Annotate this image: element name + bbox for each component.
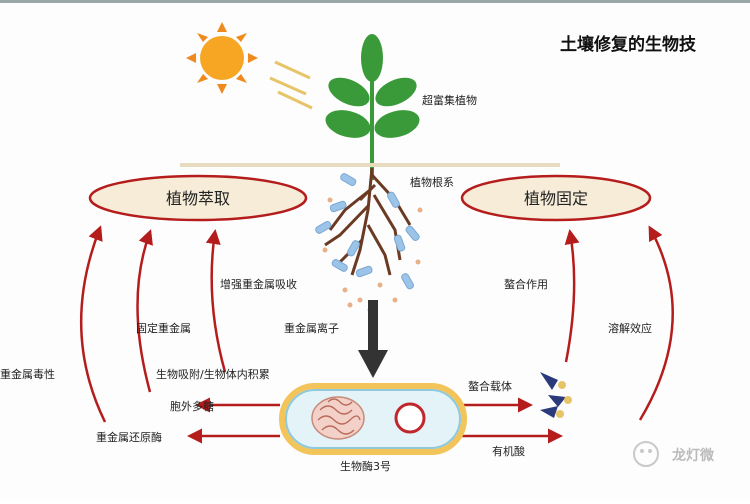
- label-metal-ions: 重金属离子: [284, 321, 339, 335]
- metal-ion-dots: [322, 197, 423, 313]
- label-adsorption: 生物吸附/生物体内积累: [156, 367, 270, 381]
- label-organic-acid: 有机酸: [492, 444, 525, 458]
- microbe-capsules: [315, 173, 420, 290]
- arrow-enhance-uptake: [205, 229, 227, 373]
- label-bacterium: 生物酶3号: [340, 459, 391, 473]
- plant-icon: [325, 34, 420, 180]
- label-eps: 胞外多糖: [170, 399, 214, 413]
- label-chelation: 螯合作用: [504, 277, 548, 291]
- label-chelating-carrier: 螯合载体: [468, 379, 512, 393]
- arrow-toxicity: [79, 225, 107, 423]
- label-roots: 植物根系: [410, 175, 454, 189]
- watermark: 龙灯微: [633, 441, 715, 467]
- label-dissolution: 溶解效应: [608, 321, 652, 335]
- bottom-arrows: [187, 397, 563, 444]
- arrow-fix-metals: [136, 229, 153, 393]
- label-reductase: 重金属还原酶: [96, 430, 162, 444]
- top-border: [0, 0, 750, 3]
- diagram-title: 土壤修复的生物技: [560, 34, 697, 55]
- stabilization-oval: [460, 174, 652, 222]
- left-arrows: [79, 225, 227, 423]
- down-arrow: [358, 300, 388, 378]
- label-stabilization: 植物固定: [524, 189, 588, 208]
- chelator-icon: [540, 372, 572, 418]
- right-arrows: [564, 225, 674, 421]
- sun-icon: [186, 22, 258, 94]
- arrow-dissolution: [638, 225, 674, 421]
- arrow-chelation: [564, 229, 580, 363]
- bacterium-icon: [279, 383, 467, 455]
- watermark-text: 龙灯微: [671, 447, 715, 464]
- label-enhance-uptake: 增强重金属吸收: [220, 277, 297, 291]
- sunlight-rays: [269, 60, 313, 110]
- extraction-oval: [88, 174, 308, 222]
- label-fix-metals: 固定重金属: [136, 321, 191, 335]
- label-toxicity: 重金属毒性: [0, 367, 55, 381]
- label-hyperaccumulator: 超富集植物: [422, 93, 477, 107]
- label-extraction: 植物萃取: [166, 189, 230, 208]
- roots-icon: [324, 167, 412, 276]
